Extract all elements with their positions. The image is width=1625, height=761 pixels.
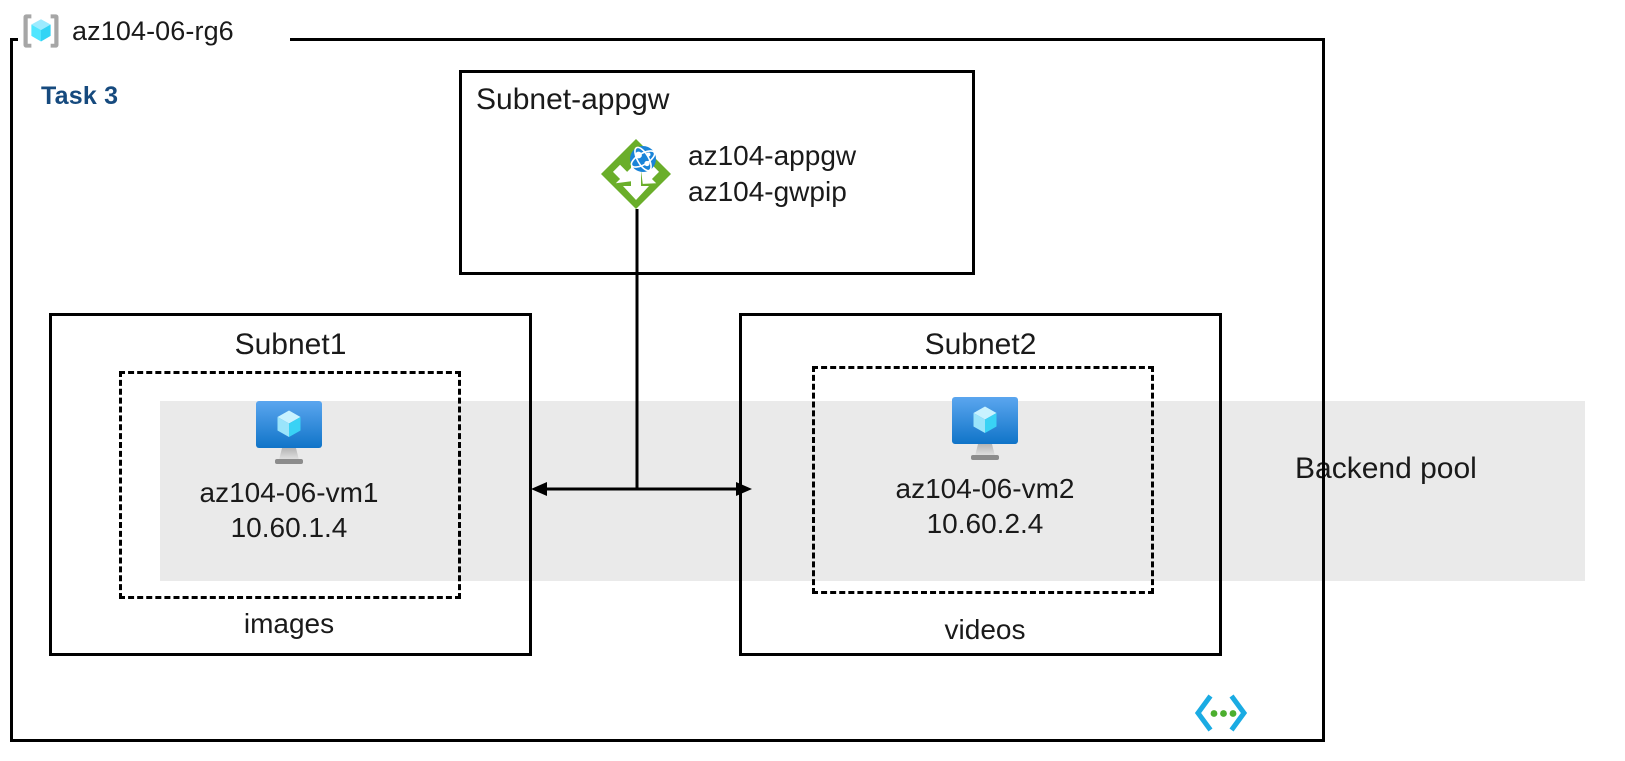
resource-group-icon bbox=[20, 10, 62, 52]
application-gateway-node: az104-appgw az104-gwpip bbox=[598, 136, 856, 212]
task-label: Task 3 bbox=[41, 82, 119, 110]
gwpip-name: az104-gwpip bbox=[688, 176, 847, 207]
vm1-node: az104-06-vm1 10.60.1.4 bbox=[139, 400, 439, 545]
subnet2-caption: videos bbox=[944, 614, 1026, 645]
vm2-ip: 10.60.2.4 bbox=[926, 507, 1044, 539]
subnet2-vm-dashed-boundary bbox=[812, 366, 1154, 594]
vm1-name: az104-06-vm1 bbox=[199, 477, 379, 508]
backend-pool-band bbox=[160, 401, 1585, 581]
subnet2-title: Subnet2 bbox=[924, 328, 1037, 361]
virtual-machine-icon bbox=[139, 400, 439, 468]
resource-group-title-mask bbox=[18, 22, 290, 56]
appgw-name: az104-appgw bbox=[688, 139, 857, 171]
subnet1-box: Subnet1 bbox=[49, 313, 532, 656]
application-gateway-labels: az104-appgw az104-gwpip bbox=[688, 138, 856, 211]
subnet-appgw-title: Subnet-appgw bbox=[476, 83, 670, 116]
vm2-name: az104-06-vm2 bbox=[895, 473, 1075, 504]
subnet1-title: Subnet1 bbox=[234, 328, 347, 361]
vm2-node: az104-06-vm2 10.60.2.4 bbox=[835, 396, 1135, 541]
resource-group-name: az104-06-rg6 bbox=[72, 15, 234, 46]
resource-group-header: az104-06-rg6 bbox=[20, 6, 234, 56]
virtual-machine-icon bbox=[835, 396, 1135, 464]
subnet1-caption: images bbox=[243, 608, 335, 639]
resource-group-boundary bbox=[10, 38, 1325, 742]
vm1-ip: 10.60.1.4 bbox=[230, 511, 348, 543]
application-gateway-icon bbox=[598, 136, 674, 212]
subnet-appgw-box: Subnet-appgw bbox=[459, 70, 975, 275]
subnet1-vm-dashed-boundary bbox=[119, 371, 461, 599]
code-brackets-icon bbox=[1194, 694, 1248, 732]
backend-pool-label: Backend pool bbox=[1295, 452, 1477, 485]
